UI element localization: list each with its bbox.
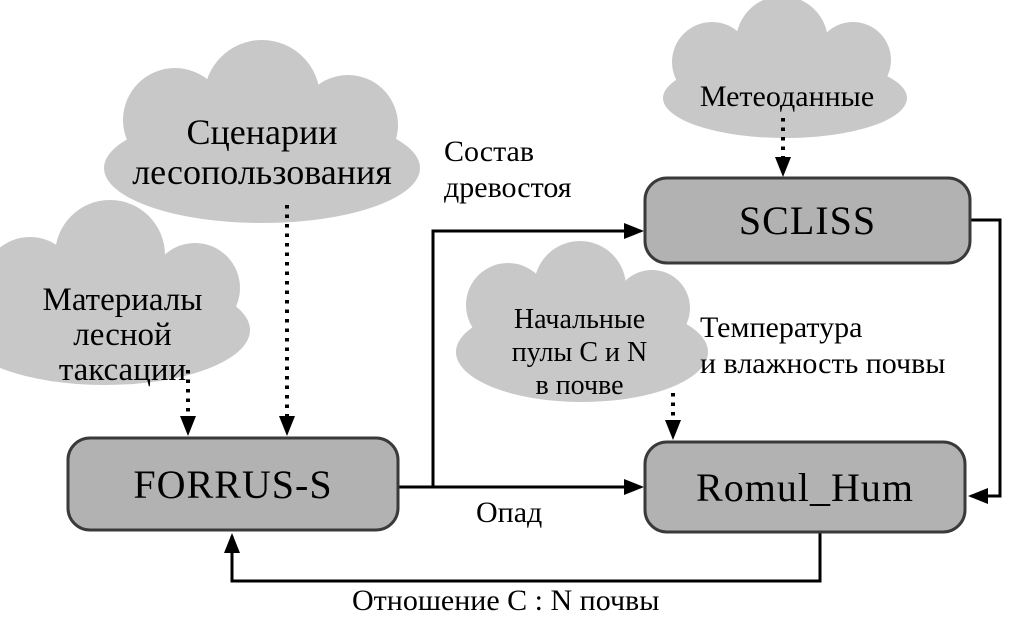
cloud-shape-scenarios: [104, 40, 420, 223]
box-scliss-label: SCLISS: [738, 198, 877, 243]
arrow-forrus-to-scliss: [431, 223, 644, 487]
model-boxes: [66, 176, 972, 534]
arrow-scliss-to-romul: [968, 218, 1002, 504]
cloud-shape-pools: [456, 241, 708, 402]
edge-label-litter: Опад: [476, 496, 543, 529]
edge-label-soil-climate: Температура и влажность почвы: [700, 311, 946, 380]
dotted-arrows: [180, 118, 791, 440]
arrow-romul-to-forrus: [224, 528, 822, 583]
box-romul: Romul_Hum: [645, 442, 965, 532]
edge-label-cn-ratio: Отношение C : N почвы: [352, 584, 660, 617]
box-forrus-label: FORRUS-S: [133, 461, 333, 507]
box-scliss: SCLISS: [645, 178, 970, 263]
cloud-scenarios-label: Сценарии лесопользования: [132, 112, 392, 193]
edge-label-stand-composition: Состав древостоя: [444, 135, 572, 204]
cloud-pools-label: Начальные пулы C и N в почве: [511, 304, 648, 402]
box-scliss-shape: [643, 176, 972, 265]
solid-arrows: [224, 218, 1002, 583]
cloud-shape-meteo: [663, 0, 907, 138]
box-romul-label: Romul_Hum: [696, 464, 914, 510]
box-romul-shape: [643, 440, 967, 534]
box-forrus-shape: [66, 436, 400, 532]
cloud-shape-taxation: [0, 200, 250, 385]
cloud-taxation-label: Материалы лесной таксации: [42, 282, 203, 388]
box-forrus: FORRUS-S: [68, 438, 398, 530]
cloud-meteo-label: Метеоданные: [699, 80, 875, 113]
